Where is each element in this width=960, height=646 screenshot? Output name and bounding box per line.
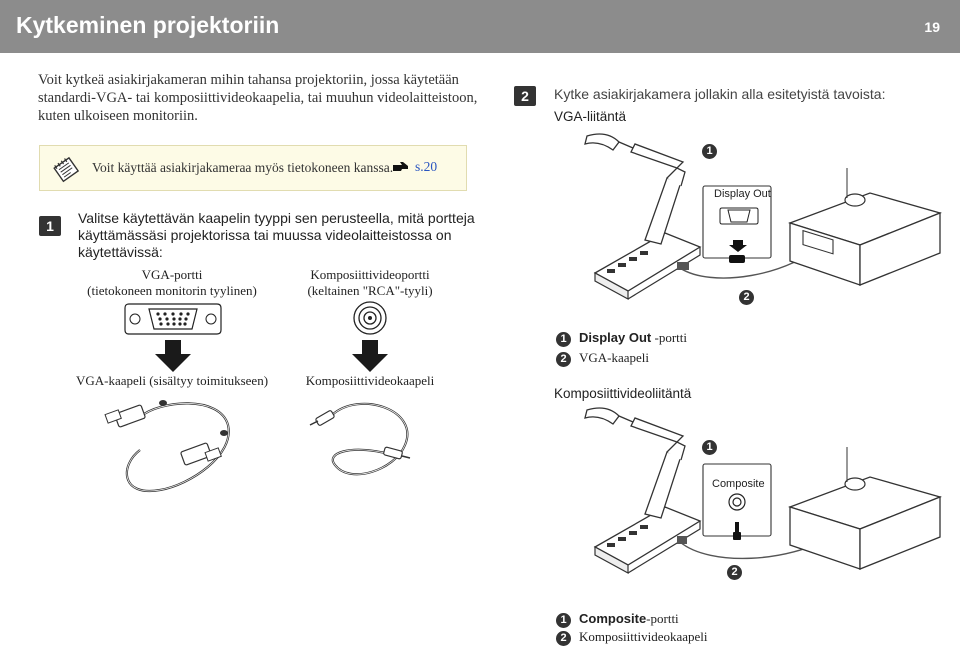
legend-rest: -portti [651, 330, 688, 345]
projector-icon [788, 168, 943, 286]
legend-num: 2 [556, 630, 571, 646]
composite-cable-icon [309, 402, 411, 476]
composite-cable-label: Komposiittivideokaapeli [305, 373, 435, 388]
composite-legend-item-1: 1 Composite-portti [556, 611, 679, 628]
step-1-number: 1 [39, 216, 61, 236]
vga-port-label-line1: VGA-portti [141, 267, 203, 282]
legend-bold: Display Out [579, 330, 652, 345]
composite-port-label-line1: Komposiittivideoportti [310, 267, 430, 282]
vga-cable-label: VGA-kaapeli (sisältyy toimitukseen) [75, 373, 269, 388]
vga-legend-item-2: 2 VGA-kaapeli [556, 350, 649, 367]
note-box: Voit käyttää asiakirjakameraa myös tieto… [39, 145, 467, 191]
legend-rest: Komposiittivideokaapeli [579, 629, 708, 644]
document-camera-icon [584, 407, 702, 575]
legend-num: 1 [556, 612, 571, 628]
vga-connection-heading: VGA-liitäntä [554, 109, 627, 124]
composite-port-label: Komposiittivideoportti (keltainen "RCA"-… [290, 267, 450, 299]
display-out-port-label: Display Out [714, 188, 771, 200]
composite-legend-item-2: 2 Komposiittivideokaapeli [556, 629, 708, 646]
composite-port-label-diagram: Composite [712, 478, 765, 490]
page-number: 19 [924, 19, 940, 35]
composite-connection-heading: Komposiittivideoliitäntä [554, 386, 692, 401]
vga-legend-item-1: 1 Display Out -portti [556, 330, 687, 347]
intro-paragraph: Voit kytkeä asiakirjakameran mihin tahan… [38, 72, 478, 124]
vga-callout-1: 1 [702, 144, 717, 159]
vga-cable-icon [104, 400, 230, 493]
legend-num: 1 [556, 331, 571, 347]
vga-callout-2: 2 [739, 290, 754, 305]
vga-port-icon [124, 303, 222, 335]
vga-connection-diagram [584, 133, 943, 301]
legend-bold: Composite [579, 611, 647, 626]
composite-port-label-line2: (keltainen "RCA"-tyyli) [307, 283, 433, 298]
projector-icon [788, 447, 943, 570]
page-title: Kytkeminen projektoriin [16, 12, 280, 38]
pointing-hand-icon [393, 162, 408, 171]
note-text: Voit käyttää asiakirjakameraa myös tieto… [92, 160, 394, 175]
legend-num: 2 [556, 351, 571, 367]
step-1-text: Valitse käytettävän kaapelin tyyppi sen … [78, 210, 475, 260]
composite-connection-diagram [584, 407, 943, 575]
legend-rest: VGA-kaapeli [579, 350, 650, 365]
note-icon [53, 156, 80, 183]
down-arrow-icon [352, 340, 388, 372]
step-2-text: Kytke asiakirjakamera jollakin alla esit… [554, 86, 886, 102]
document-camera-icon [584, 133, 702, 301]
vga-port-label: VGA-portti (tietokoneen monitorin tyylin… [62, 267, 282, 299]
page-reference-link[interactable]: s.20 [415, 159, 438, 174]
composite-port-icon [353, 301, 387, 335]
composite-callout-2: 2 [727, 565, 742, 580]
page-header: Kytkeminen projektoriin 19 [0, 0, 960, 53]
legend-rest: -portti [646, 611, 679, 626]
step-2-number: 2 [514, 86, 536, 106]
down-arrow-icon [155, 340, 191, 372]
vga-port-label-line2: (tietokoneen monitorin tyylinen) [87, 283, 257, 298]
composite-callout-1: 1 [702, 440, 717, 455]
